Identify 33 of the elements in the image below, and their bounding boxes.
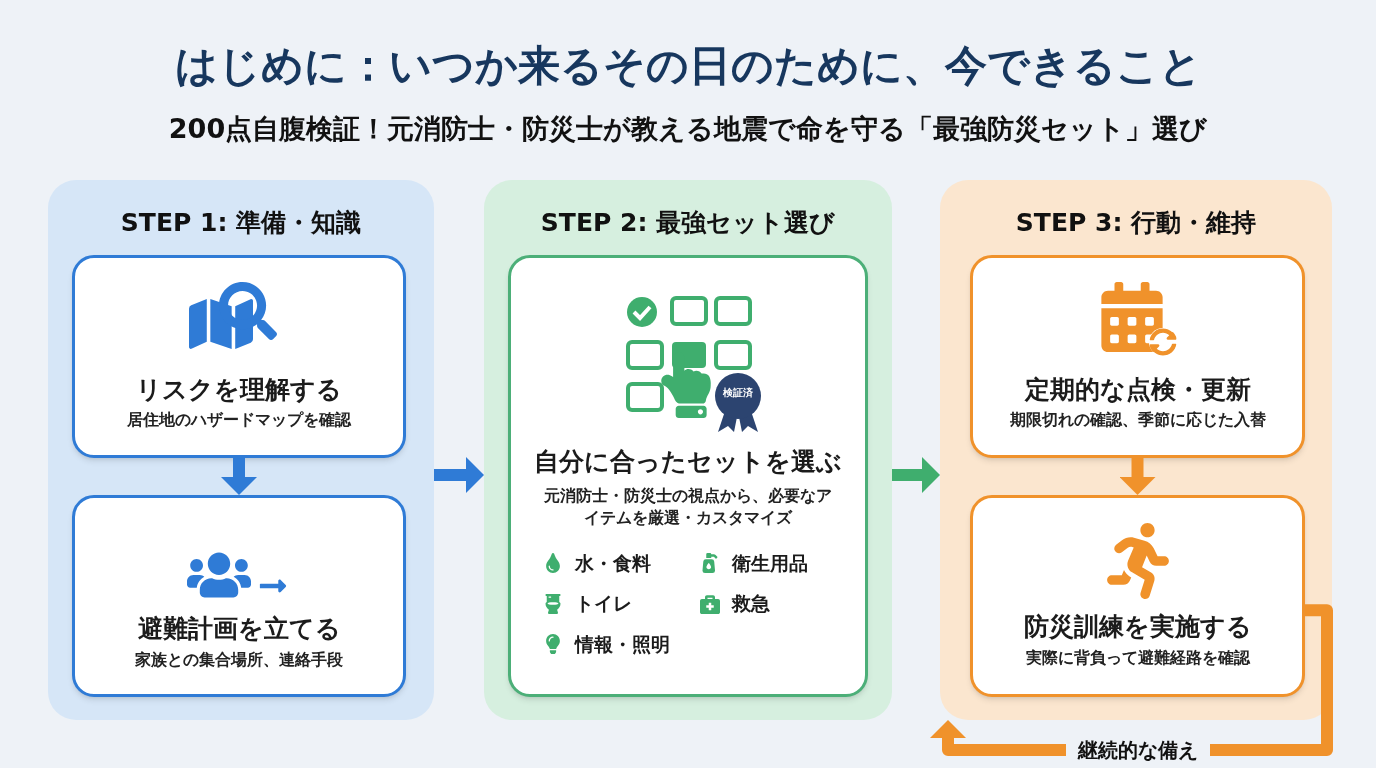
title: はじめに：いつか来るその日のために、今できること [173, 40, 1203, 92]
step-panel [48, 180, 434, 720]
step-heading: STEP 2: 最強セット選び [539, 207, 837, 239]
step-card [970, 255, 1305, 458]
badge-text: 検証済 [722, 387, 754, 398]
card-heading: 定期的な点検・更新 [1024, 373, 1251, 406]
card-heading: 防災訓練を実施する [1023, 611, 1252, 643]
card-heading: リスクを理解する [136, 373, 342, 406]
item-label: 水・食料 [575, 550, 651, 576]
step-panel [484, 180, 892, 720]
step-card [508, 255, 868, 697]
item-label: 情報・照明 [575, 631, 670, 657]
card-description: 実際に背負って避難経路を確認 [1025, 646, 1250, 669]
arrow [221, 458, 257, 495]
step-panel [940, 180, 1332, 720]
step-heading: STEP 3: 行動・維持 [1014, 207, 1258, 239]
card-heading: 自分に合ったセットを選ぶ [534, 445, 842, 477]
card-description: 期限切れの確認、季節に応じた入替 [1009, 409, 1266, 432]
card-heading: 避難計画を立てる [137, 613, 341, 645]
step-card [72, 255, 406, 458]
card-description: 家族との集合場所、連絡手段 [135, 648, 343, 671]
step-card [72, 495, 406, 697]
subtitle: 200点自腹検証！元消防士・防災士が教える地震で命を守る「最強防災セット」選び [167, 112, 1209, 146]
item-label: トイレ [575, 591, 632, 617]
arrow [892, 457, 940, 493]
arrow [434, 457, 484, 493]
item-label: 衛生用品 [732, 550, 808, 576]
step-heading: STEP 1: 準備・知識 [119, 207, 363, 239]
step-card [970, 495, 1305, 697]
arrow [1119, 458, 1156, 495]
card-description: 元消防士・防災士の視点から、必要なアイテムを厳選・カスタマイズ [543, 484, 833, 529]
card-description: 居住地のハザードマップを確認 [127, 409, 351, 432]
item-label: 救急 [732, 591, 770, 617]
